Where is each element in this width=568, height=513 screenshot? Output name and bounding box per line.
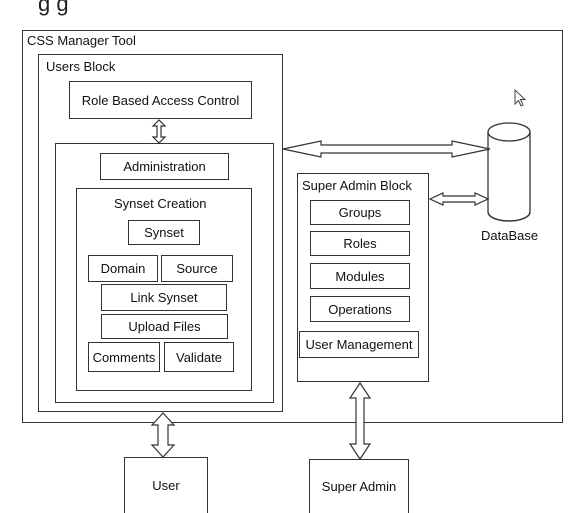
comments-label: Comments: [92, 349, 156, 365]
header-fragment: g g: [0, 0, 568, 20]
users-user-arrow: [150, 412, 176, 458]
groups-box: Groups: [310, 200, 410, 225]
administration-container: [55, 143, 274, 403]
superadmin-block-superadmin-arrow: [348, 381, 372, 461]
validate-box: Validate: [164, 342, 234, 372]
rbac-admin-arrow: [151, 119, 167, 144]
users-block-title: Users Block: [46, 59, 116, 74]
modules-label: Modules: [335, 268, 385, 284]
comments-box: Comments: [88, 342, 160, 372]
operations-label: Operations: [328, 301, 392, 317]
synset-creation-block: [76, 188, 252, 391]
superadmin-database-arrow: [428, 192, 490, 206]
validate-label: Validate: [175, 349, 222, 365]
source-box: Source: [161, 255, 233, 282]
synset-box: Synset: [128, 220, 200, 245]
database-label: DataBase: [481, 228, 539, 243]
css-manager-tool-box: [22, 30, 563, 423]
rbac-box: Role Based Access Control: [69, 81, 252, 119]
user-management-label: User Management: [305, 337, 413, 352]
super-admin-label: Super Admin: [321, 479, 397, 494]
roles-box: Roles: [310, 231, 410, 256]
operations-box: Operations: [310, 296, 410, 322]
super-admin-block: [297, 173, 429, 382]
user-label: User: [152, 478, 180, 493]
modules-box: Modules: [310, 263, 410, 289]
css-manager-tool-title: CSS Manager Tool: [27, 33, 136, 48]
super-admin-block-title: Super Admin Block: [302, 178, 412, 193]
database-icon: [487, 122, 531, 222]
mouse-pointer-icon: [514, 88, 527, 107]
source-label: Source: [176, 261, 218, 276]
groups-label: Groups: [338, 205, 382, 220]
link-synset-label: Link Synset: [130, 290, 198, 305]
synset-label: Synset: [144, 225, 184, 240]
administration-label: Administration: [123, 159, 206, 174]
administration-box: Administration: [100, 153, 229, 180]
rbac-label: Role Based Access Control: [81, 92, 240, 108]
users-database-arrow: [282, 140, 491, 158]
users-block: [38, 54, 283, 412]
domain-box: Domain: [88, 255, 158, 282]
link-synset-box: Link Synset: [101, 284, 227, 311]
header-fragment-text: g g: [38, 0, 69, 16]
user-box: User: [124, 457, 208, 513]
super-admin-box: Super Admin: [309, 459, 409, 513]
domain-label: Domain: [100, 261, 146, 276]
synset-creation-title: Synset Creation: [114, 196, 207, 211]
upload-files-box: Upload Files: [101, 314, 228, 339]
roles-label: Roles: [343, 236, 377, 251]
upload-files-label: Upload Files: [128, 319, 201, 334]
user-management-box: User Management: [299, 331, 419, 358]
